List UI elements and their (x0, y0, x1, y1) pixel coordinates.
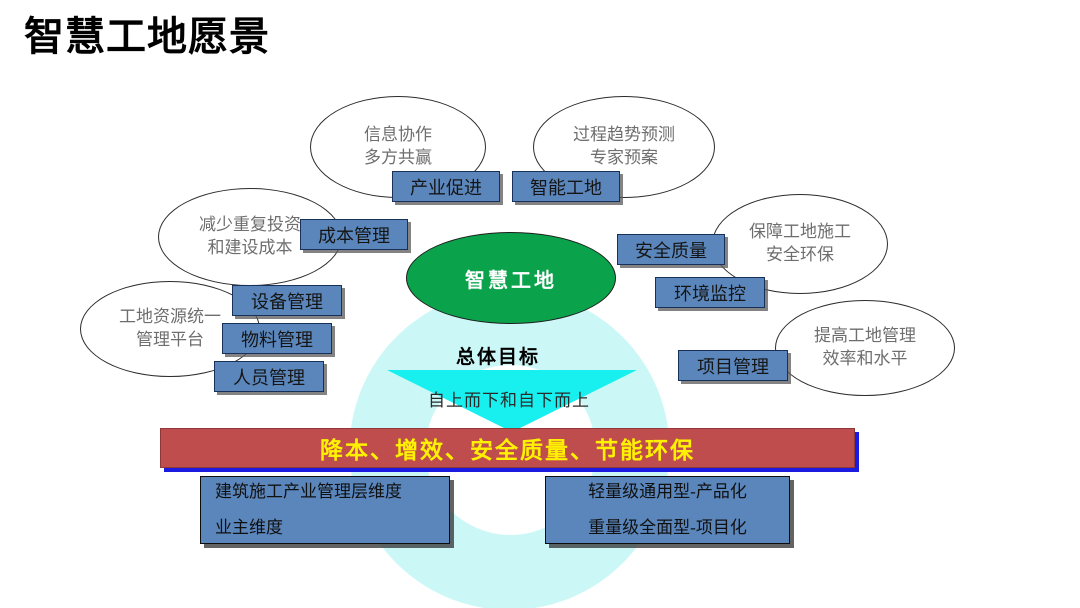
overall-goal-heading: 总体目标 (456, 347, 541, 368)
tag-label: 人员管理 (233, 367, 305, 388)
banner-label: 降本、增效、安全质量、节能环保 (320, 437, 695, 463)
bubble-line: 专家预案 (590, 148, 658, 167)
page-title: 智慧工地愿景 (24, 15, 270, 59)
bubble-improve-efficiency: 提高工地管理 效率和水平 (775, 300, 955, 396)
bottom-box-product-type[interactable]: 轻量级通用型-产品化 重量级全面型-项目化 (545, 476, 790, 544)
tag-label: 产业促进 (410, 177, 482, 198)
bottom-box-line: 轻量级通用型-产品化 (588, 482, 747, 502)
downward-arrow-icon (387, 370, 637, 432)
bubble-line: 信息协作 (364, 125, 432, 145)
tag-material-management[interactable]: 物料管理 (222, 323, 332, 354)
bubble-site-safety: 保障工地施工 安全环保 (712, 194, 888, 294)
tag-label: 智能工地 (530, 177, 602, 198)
bubble-line: 和建设成本 (207, 238, 293, 257)
center-ellipse-smart-site: 智慧工地 (406, 232, 616, 324)
bubble-line: 工地资源统一 (119, 307, 221, 327)
tag-label: 安全质量 (635, 240, 707, 261)
tag-industry-promotion[interactable]: 产业促进 (392, 171, 500, 202)
tag-label: 物料管理 (241, 329, 313, 350)
center-ellipse-label: 智慧工地 (465, 269, 557, 292)
bubble-line: 保障工地施工 (749, 222, 851, 242)
tag-cost-management[interactable]: 成本管理 (300, 219, 408, 250)
tag-environment-monitor[interactable]: 环境监控 (655, 277, 765, 308)
bubble-line: 管理平台 (136, 330, 204, 349)
tag-label: 设备管理 (251, 291, 323, 312)
bottom-box-line: 建筑施工产业管理层维度 (215, 482, 402, 502)
tag-personnel-management[interactable]: 人员管理 (214, 361, 324, 392)
bubble-reduce-cost: 减少重复投资 和建设成本 (158, 188, 342, 286)
bubble-line: 减少重复投资 (199, 215, 301, 235)
key-objectives-banner: 降本、增效、安全质量、节能环保 (160, 428, 855, 468)
tag-label: 成本管理 (318, 225, 390, 246)
tag-label: 环境监控 (674, 283, 746, 304)
bottom-box-line: 重量级全面型-项目化 (588, 518, 747, 537)
bubble-line: 提高工地管理 (814, 326, 916, 346)
bubble-line: 多方共赢 (364, 148, 432, 167)
tag-smart-site[interactable]: 智能工地 (512, 171, 620, 202)
tag-equipment-management[interactable]: 设备管理 (232, 285, 342, 316)
bubble-line: 效率和水平 (822, 349, 908, 368)
tag-label: 项目管理 (697, 356, 769, 377)
bottom-box-dimension[interactable]: 建筑施工产业管理层维度 业主维度 (200, 476, 450, 544)
bubble-line: 过程趋势预测 (573, 125, 675, 145)
tag-project-management[interactable]: 项目管理 (678, 350, 788, 381)
bottom-box-line: 业主维度 (215, 518, 283, 537)
tag-safety-quality[interactable]: 安全质量 (617, 234, 725, 265)
overall-goal-arrow-text: 自上而下和自下而上 (428, 391, 590, 410)
bubble-line: 安全环保 (766, 245, 834, 264)
